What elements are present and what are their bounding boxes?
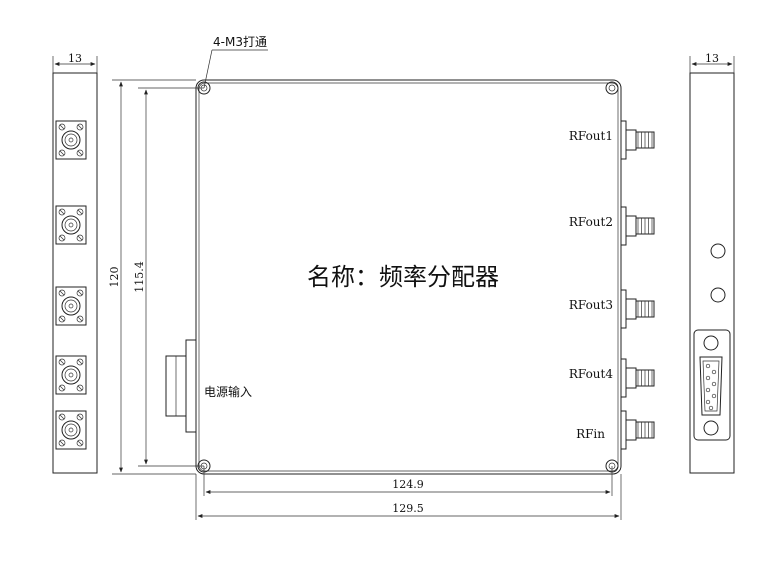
mounting-hole-icon xyxy=(710,287,726,303)
device-housing xyxy=(195,79,622,475)
sma-connector-icon xyxy=(55,410,87,450)
left-connector-group xyxy=(55,120,87,450)
sma-connector-group xyxy=(620,120,655,450)
left-side-body xyxy=(52,72,98,474)
leader-line xyxy=(203,49,213,89)
mounting-hole-icon xyxy=(605,81,619,95)
sma-connector-icon xyxy=(620,206,655,246)
port-label-rfout2: RFout2 xyxy=(569,215,613,229)
mounting-hole-icon xyxy=(710,243,726,259)
right-side-body xyxy=(689,72,735,474)
sma-connector-icon xyxy=(620,358,655,398)
dim-right-side-width: 13 xyxy=(705,52,719,65)
device-title: 名称：频率分配器 xyxy=(307,263,499,291)
sma-connector-icon xyxy=(620,289,655,329)
port-label-rfout3: RFout3 xyxy=(569,298,613,312)
db9-connector-icon xyxy=(165,339,197,433)
db9-pin xyxy=(711,369,717,375)
db9-pin xyxy=(705,399,711,405)
right-side-view: 13 xyxy=(689,52,735,474)
sma-connector-icon xyxy=(620,120,655,160)
sma-connector-icon xyxy=(620,410,655,450)
main-view: 120 115.4 4-M3打通 名称：频率分配器 xyxy=(108,35,655,520)
sma-connector-icon xyxy=(55,355,87,395)
db9-pin xyxy=(705,375,711,381)
db9-connector-icon xyxy=(693,329,731,441)
db9-pin xyxy=(705,363,711,369)
sma-connector-icon xyxy=(55,286,87,326)
dim-hole-spacing-width: 124.9 xyxy=(392,478,424,491)
sma-connector-icon xyxy=(55,120,87,160)
dim-hole-spacing-height: 115.4 xyxy=(133,261,146,293)
db9-pin xyxy=(711,381,717,387)
port-label-rfin: RFin xyxy=(576,427,605,441)
db9-pin xyxy=(711,393,717,399)
port-label-rfout4: RFout4 xyxy=(569,367,613,381)
port-label-rfout1: RFout1 xyxy=(569,129,613,143)
dim-outer-width: 129.5 xyxy=(392,502,424,515)
power-input-label: 电源输入 xyxy=(204,384,252,399)
left-side-view: 13 xyxy=(52,52,98,474)
device-housing-inner xyxy=(198,82,619,472)
dim-left-side-width: 13 xyxy=(68,52,82,65)
mounting-holes-note: 4-M3打通 xyxy=(213,35,267,49)
dim-outer-height: 120 xyxy=(108,267,121,288)
sma-connector-icon xyxy=(55,205,87,245)
db9-pin xyxy=(708,405,714,411)
mounting-hole-icon xyxy=(197,81,211,95)
db9-pin xyxy=(705,387,711,393)
